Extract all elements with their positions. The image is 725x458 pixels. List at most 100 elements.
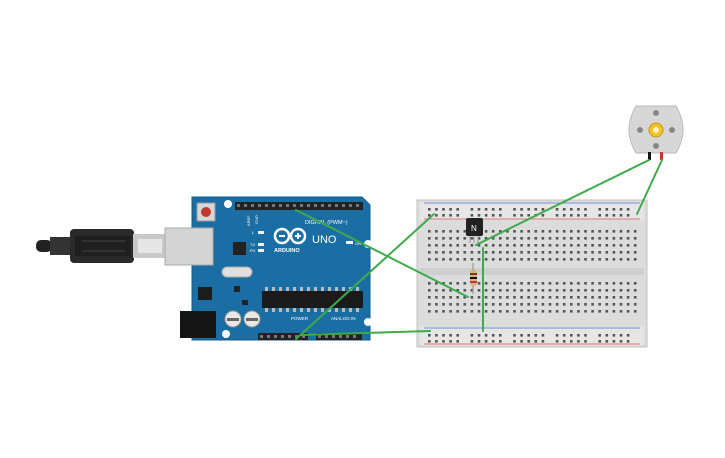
breadboard-hole[interactable]: [562, 214, 566, 217]
breadboard-hole[interactable]: [442, 289, 445, 292]
breadboard-hole[interactable]: [484, 230, 488, 233]
breadboard-hole[interactable]: [605, 251, 609, 254]
breadboard-hole[interactable]: [562, 334, 566, 337]
breadboard-hole[interactable]: [541, 282, 545, 285]
breadboard-hole[interactable]: [470, 296, 474, 299]
breadboard-hole[interactable]: [463, 289, 467, 292]
breadboard-hole[interactable]: [527, 282, 530, 285]
breadboard-hole[interactable]: [612, 340, 616, 343]
usb-cable[interactable]: [36, 229, 167, 263]
breadboard-hole[interactable]: [470, 340, 474, 343]
breadboard-hole[interactable]: [428, 244, 431, 247]
breadboard-hole[interactable]: [435, 303, 438, 306]
breadboard-hole[interactable]: [477, 303, 481, 306]
breadboard-hole[interactable]: [499, 289, 502, 292]
breadboard-hole[interactable]: [541, 214, 545, 217]
breadboard-hole[interactable]: [463, 282, 467, 285]
breadboard-hole[interactable]: [520, 230, 523, 233]
breadboard-hole[interactable]: [520, 237, 523, 240]
breadboard-hole[interactable]: [484, 289, 488, 292]
breadboard-holes[interactable]: [428, 208, 637, 343]
breadboard-hole[interactable]: [499, 303, 502, 306]
breadboard-hole[interactable]: [513, 258, 516, 261]
breadboard-hole[interactable]: [484, 258, 488, 261]
breadboard-hole[interactable]: [598, 244, 601, 247]
breadboard-hole[interactable]: [633, 303, 637, 306]
header-pin[interactable]: [274, 335, 277, 338]
wire[interactable]: [636, 159, 663, 215]
breadboard-hole[interactable]: [491, 251, 495, 254]
resistor[interactable]: [470, 263, 477, 294]
breadboard-hole[interactable]: [470, 237, 474, 240]
breadboard-hole[interactable]: [491, 340, 495, 343]
breadboard-hole[interactable]: [435, 230, 438, 233]
breadboard-hole[interactable]: [605, 282, 609, 285]
breadboard-hole[interactable]: [555, 303, 559, 306]
breadboard-hole[interactable]: [626, 303, 630, 306]
breadboard-hole[interactable]: [477, 310, 481, 313]
breadboard-hole[interactable]: [527, 258, 530, 261]
breadboard-hole[interactable]: [527, 334, 530, 337]
breadboard-hole[interactable]: [541, 303, 545, 306]
breadboard-hole[interactable]: [527, 340, 530, 343]
breadboard-hole[interactable]: [484, 310, 488, 313]
breadboard-hole[interactable]: [513, 282, 516, 285]
breadboard-hole[interactable]: [527, 208, 530, 211]
breadboard-hole[interactable]: [626, 208, 630, 211]
breadboard-hole[interactable]: [470, 258, 474, 261]
header-pin[interactable]: [302, 335, 305, 338]
breadboard-hole[interactable]: [570, 310, 573, 313]
breadboard-hole[interactable]: [527, 244, 530, 247]
breadboard-hole[interactable]: [449, 208, 452, 211]
breadboard-hole[interactable]: [470, 214, 474, 217]
breadboard-hole[interactable]: [633, 258, 637, 261]
breadboard-hole[interactable]: [570, 251, 573, 254]
breadboard-hole[interactable]: [477, 251, 481, 254]
breadboard-hole[interactable]: [534, 208, 538, 211]
breadboard-hole[interactable]: [577, 310, 580, 313]
breadboard-hole[interactable]: [428, 208, 431, 211]
breadboard-hole[interactable]: [470, 303, 474, 306]
breadboard-hole[interactable]: [442, 310, 445, 313]
breadboard-hole[interactable]: [584, 258, 587, 261]
breadboard-hole[interactable]: [548, 296, 552, 299]
breadboard-hole[interactable]: [477, 334, 481, 337]
header-pin[interactable]: [332, 335, 335, 338]
breadboard-hole[interactable]: [435, 334, 438, 337]
breadboard-hole[interactable]: [598, 296, 601, 299]
breadboard-hole[interactable]: [633, 310, 637, 313]
breadboard-hole[interactable]: [470, 334, 474, 337]
breadboard-hole[interactable]: [562, 282, 566, 285]
breadboard-hole[interactable]: [591, 230, 594, 233]
breadboard-hole[interactable]: [605, 334, 609, 337]
breadboard-hole[interactable]: [456, 282, 459, 285]
breadboard-hole[interactable]: [499, 334, 502, 337]
breadboard[interactable]: [416, 199, 648, 348]
breadboard-hole[interactable]: [633, 230, 637, 233]
breadboard-hole[interactable]: [619, 289, 623, 292]
breadboard-hole[interactable]: [598, 303, 601, 306]
breadboard-hole[interactable]: [534, 289, 538, 292]
header-pin[interactable]: [353, 335, 356, 338]
breadboard-hole[interactable]: [612, 244, 616, 247]
breadboard-hole[interactable]: [520, 208, 523, 211]
breadboard-hole[interactable]: [484, 340, 488, 343]
breadboard-hole[interactable]: [541, 208, 545, 211]
top-power-rail[interactable]: [420, 202, 644, 220]
breadboard-hole[interactable]: [506, 230, 509, 233]
breadboard-hole[interactable]: [626, 296, 630, 299]
breadboard-hole[interactable]: [456, 289, 459, 292]
breadboard-hole[interactable]: [562, 296, 566, 299]
breadboard-hole[interactable]: [605, 214, 609, 217]
breadboard-hole[interactable]: [463, 251, 467, 254]
header-pin[interactable]: [281, 335, 284, 338]
breadboard-hole[interactable]: [520, 251, 523, 254]
breadboard-hole[interactable]: [541, 334, 545, 337]
breadboard-hole[interactable]: [633, 282, 637, 285]
breadboard-hole[interactable]: [442, 340, 445, 343]
breadboard-hole[interactable]: [499, 310, 502, 313]
breadboard-hole[interactable]: [513, 334, 516, 337]
breadboard-hole[interactable]: [449, 258, 452, 261]
breadboard-hole[interactable]: [442, 258, 445, 261]
breadboard-hole[interactable]: [562, 244, 566, 247]
